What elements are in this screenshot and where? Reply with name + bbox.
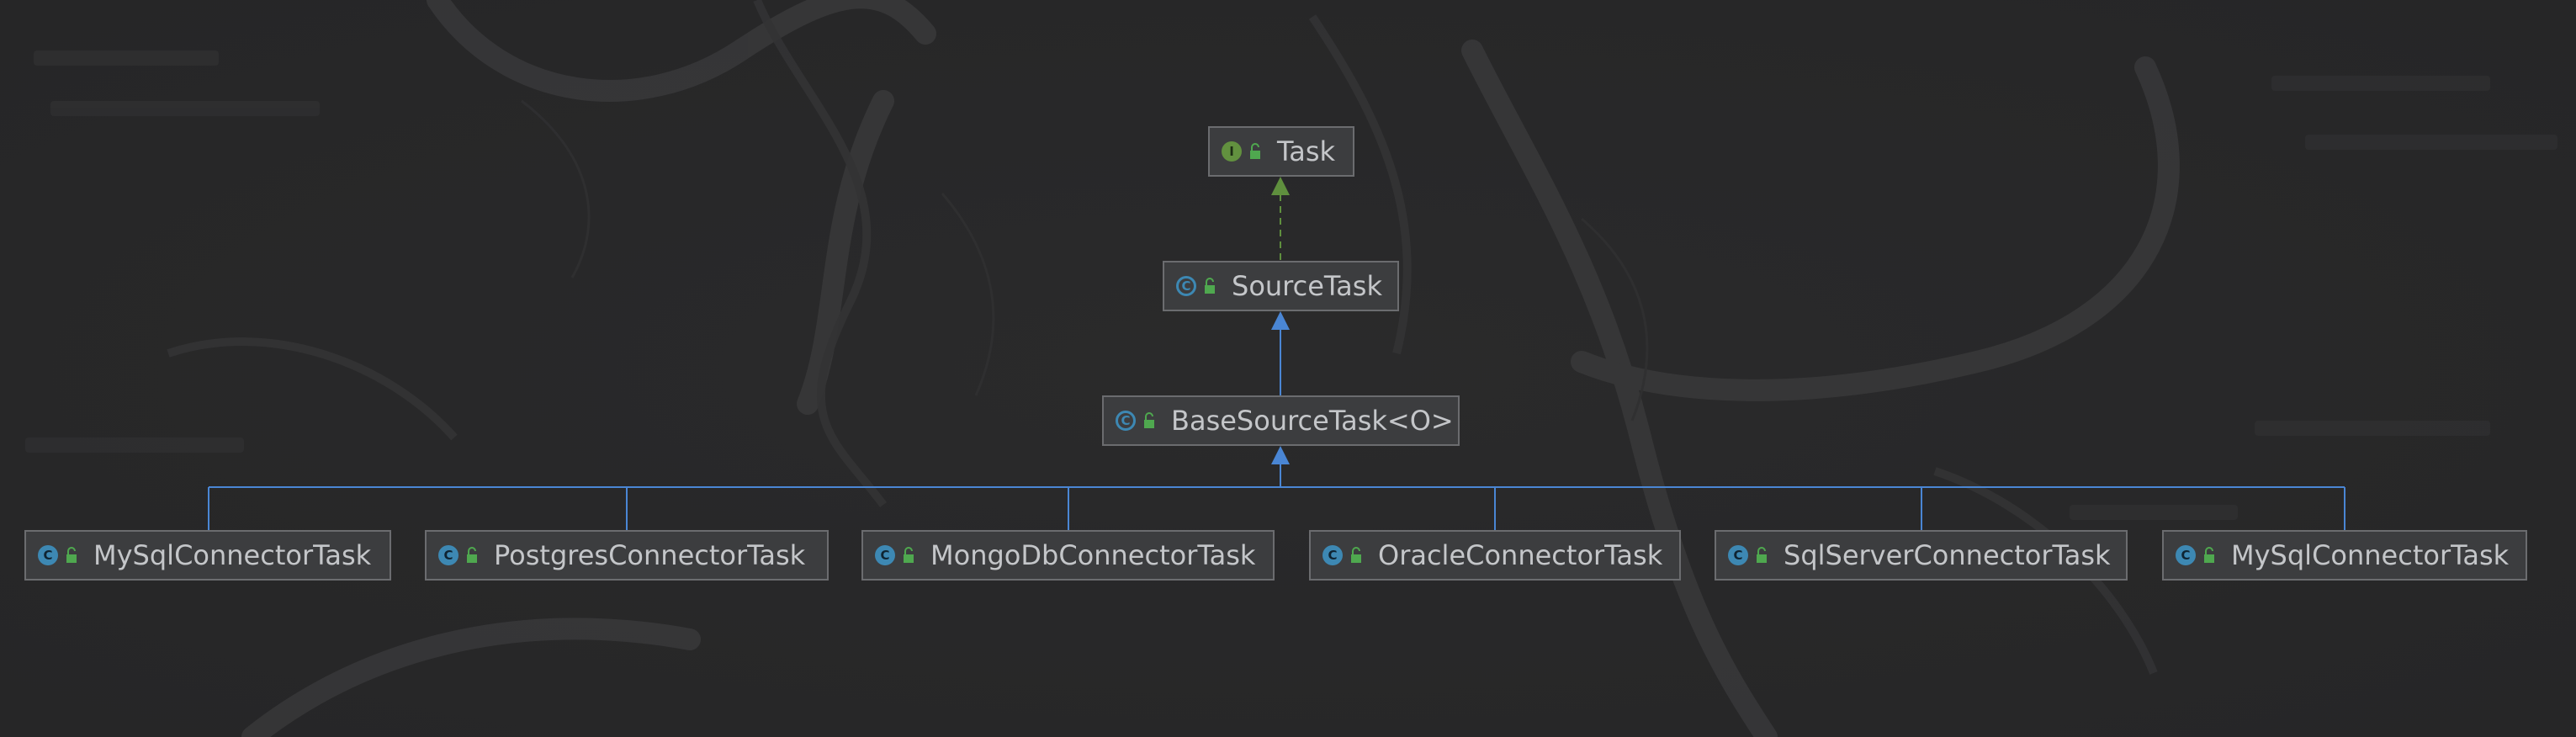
- node-postgres-connector-task[interactable]: C PostgresConnectorTask: [425, 530, 829, 581]
- node-label: MySqlConnectorTask: [2231, 539, 2510, 571]
- lock-icon: [2204, 547, 2214, 563]
- node-sqlserver-connector-task[interactable]: C SqlServerConnectorTask: [1715, 530, 2128, 581]
- node-source-task[interactable]: C SourceTask: [1163, 261, 1399, 311]
- node-label: MySqlConnectorTask: [93, 539, 372, 571]
- node-label: BaseSourceTask<O>: [1171, 405, 1454, 437]
- extends-arrowhead: [1271, 311, 1290, 330]
- node-label: SqlServerConnectorTask: [1784, 539, 2111, 571]
- implements-arrowhead: [1271, 177, 1290, 195]
- abstract-class-icon: C: [1176, 276, 1196, 296]
- lock-icon: [1351, 547, 1361, 563]
- lock-icon: [1144, 412, 1154, 428]
- lock-icon: [467, 547, 477, 563]
- extends-arrowhead: [1271, 446, 1290, 464]
- lock-icon: [904, 547, 914, 563]
- lock-icon: [1250, 143, 1260, 159]
- node-mongodb-connector-task[interactable]: C MongoDbConnectorTask: [861, 530, 1275, 581]
- node-base-source-task[interactable]: C BaseSourceTask<O>: [1102, 395, 1460, 446]
- interface-icon: I: [1222, 141, 1242, 162]
- class-icon: C: [1728, 545, 1748, 565]
- node-label: Task: [1277, 135, 1336, 167]
- class-icon: C: [1322, 545, 1343, 565]
- node-mysql-connector-task-2[interactable]: C MySqlConnectorTask: [2162, 530, 2527, 581]
- node-label: SourceTask: [1232, 270, 1382, 302]
- node-mysql-connector-task[interactable]: C MySqlConnectorTask: [24, 530, 391, 581]
- node-task[interactable]: I Task: [1208, 126, 1354, 177]
- class-icon: C: [875, 545, 895, 565]
- node-label: PostgresConnectorTask: [494, 539, 806, 571]
- lock-icon: [1205, 278, 1215, 294]
- node-label: MongoDbConnectorTask: [930, 539, 1256, 571]
- node-oracle-connector-task[interactable]: C OracleConnectorTask: [1309, 530, 1681, 581]
- class-icon: C: [438, 545, 458, 565]
- lock-icon: [1757, 547, 1767, 563]
- abstract-class-icon: C: [1116, 411, 1136, 431]
- class-icon: C: [2176, 545, 2196, 565]
- node-label: OracleConnectorTask: [1378, 539, 1663, 571]
- class-icon: C: [38, 545, 58, 565]
- lock-icon: [66, 547, 77, 563]
